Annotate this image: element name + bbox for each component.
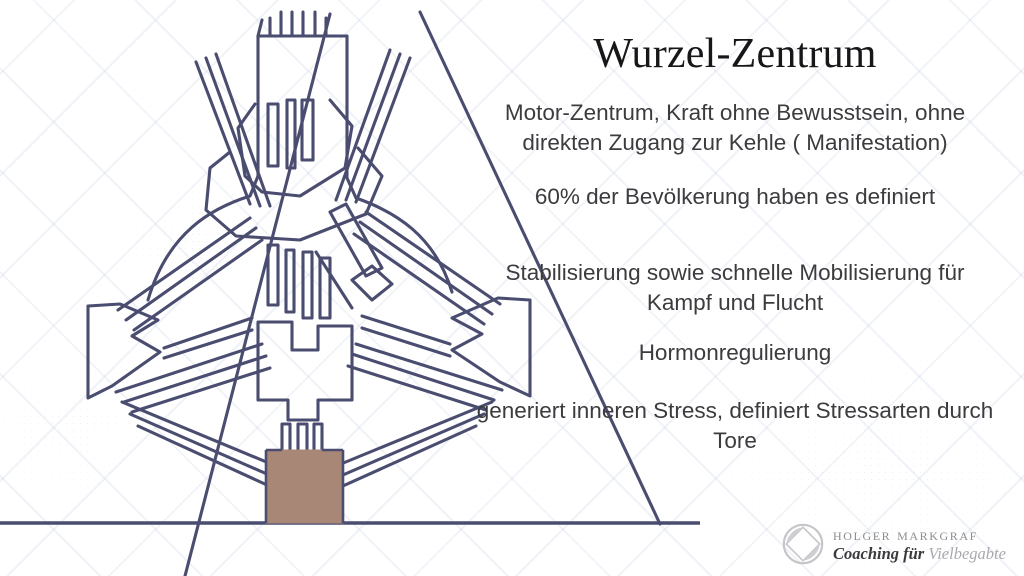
- channel-sp-3b: [122, 354, 268, 404]
- outline-right-diagonal: [418, 10, 662, 526]
- throat-channel-b: [285, 98, 297, 170]
- channel-head-left-c: [214, 52, 272, 208]
- root-center-sides: [264, 450, 345, 523]
- channel-sp-2a: [162, 316, 254, 350]
- sacral-channel-d: [318, 256, 332, 320]
- channel-root-right-c: [332, 424, 478, 492]
- logo-tagline: Coaching für Vielbegabte: [833, 543, 1006, 563]
- logo-name: Holger Markgraf: [833, 524, 978, 544]
- brand-logo: Holger Markgraf Coaching für Vielbegabte: [782, 518, 1012, 570]
- sacral-channel-a: [266, 243, 280, 307]
- channel-root-right-b: [334, 412, 486, 480]
- g-center-outline: [236, 98, 354, 198]
- logo-wordmark: Holger Markgraf Coaching für Vielbegabte: [833, 526, 1006, 563]
- channel-sp-1a: [116, 216, 252, 312]
- spleen-center: [86, 302, 162, 400]
- sacral-center: [256, 320, 354, 422]
- channel-sp-3a: [114, 342, 264, 394]
- channel-head-right-b: [344, 52, 402, 202]
- channel-sp-1c: [132, 238, 264, 332]
- channel-root-right-a: [334, 400, 494, 468]
- channel-ajna-diagonal: [314, 250, 354, 310]
- paragraph-population-statistic: 60% der Bevölkerung haben es definiert: [534, 184, 936, 209]
- paragraph-stabilization: Stabilisierung sowie schnelle Mobilisier…: [505, 260, 965, 315]
- paragraph-stress: generiert inneren Stress, definiert Stre…: [476, 398, 994, 453]
- channel-sx-1a: [364, 210, 502, 306]
- outline-left-diagonal: [183, 12, 332, 576]
- text-column: Wurzel-Zentrum Motor-Zentrum, Kraft ohne…: [470, 0, 1000, 576]
- root-channel-b: [296, 422, 309, 454]
- channel-sx-1c: [352, 232, 486, 326]
- page-title: Wurzel-Zentrum: [593, 31, 877, 77]
- channel-head-right-c: [334, 48, 392, 202]
- channel-sp-1b: [124, 226, 258, 322]
- channel-sx-3a: [354, 342, 504, 392]
- channel-head-right-a: [354, 56, 412, 204]
- solar-plexus-center: [450, 296, 532, 398]
- channel-head-left-b: [204, 56, 262, 208]
- channel-slab-diagonal: [328, 202, 384, 278]
- channel-sx-2b: [360, 326, 452, 358]
- channel-sx-3c: [346, 364, 488, 412]
- channel-root-left-b: [128, 412, 278, 480]
- g-center-lower: [204, 146, 384, 242]
- channel-head-left-a: [194, 60, 252, 206]
- logo-tagline-primary: Coaching für: [833, 543, 925, 563]
- paragraph-hormone-regulation: Hormonregulierung: [638, 340, 832, 365]
- channel-sp-2b: [162, 328, 254, 360]
- channel-sx-2a: [360, 314, 452, 346]
- sacral-channel-b: [284, 248, 296, 314]
- channel-root-left-a: [120, 400, 278, 468]
- channel-sp-3c: [130, 366, 272, 414]
- sacral-channel-c: [301, 250, 314, 320]
- logo-tagline-secondary: Vielbegabte: [928, 543, 1006, 563]
- paragraph-description: Motor-Zentrum, Kraft ohne Bewusstsein, o…: [504, 100, 966, 155]
- root-channel-c: [312, 422, 324, 454]
- root-center-highlight: [265, 449, 344, 524]
- root-channel-a: [280, 422, 292, 454]
- channel-sx-3b: [350, 352, 496, 402]
- bodygraph-illustration: [0, 10, 700, 576]
- throat-channel-a: [266, 102, 280, 168]
- channel-root-left-c: [136, 424, 280, 492]
- head-right-contour: [324, 16, 454, 294]
- diamond-in-circle-icon: [782, 523, 824, 565]
- channel-sx-1b: [358, 220, 494, 316]
- channel-slab-diagonal-2: [350, 264, 394, 302]
- throat-channel-c: [300, 98, 315, 162]
- head-left-contour: [146, 18, 264, 302]
